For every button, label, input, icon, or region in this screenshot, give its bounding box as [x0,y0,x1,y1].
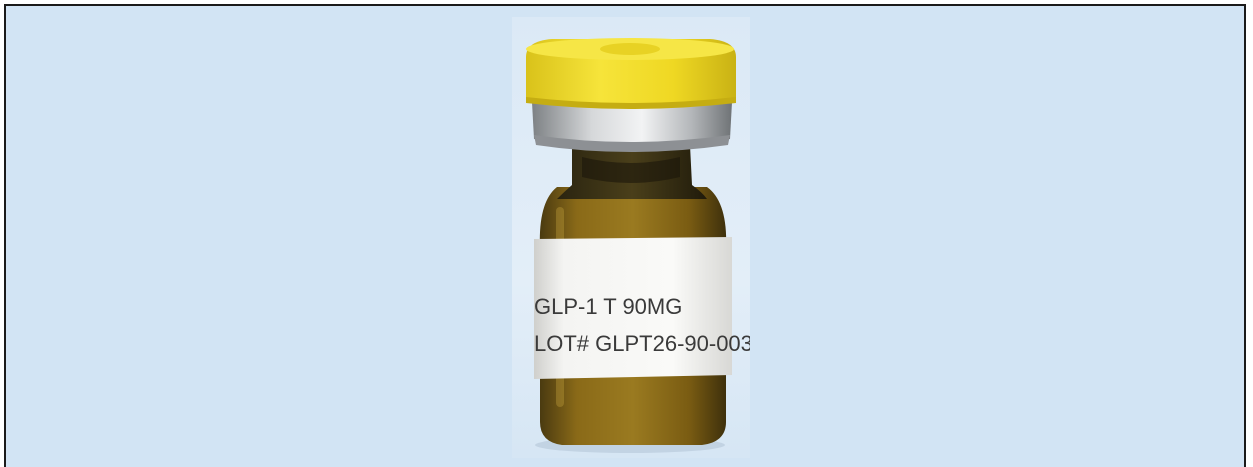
label-lot-number: LOT# GLPT26-90-003 [534,331,750,356]
crimp-seal [532,102,732,146]
label-product-name: GLP-1 T 90MG [534,294,682,319]
vial-label [534,237,732,379]
vial-illustration: GLP-1 T 90MG LOT# GLPT26-90-003 [526,38,750,453]
product-photo: GLP-1 T 90MG LOT# GLPT26-90-003 [512,17,750,458]
page-frame: GLP-1 T 90MG LOT# GLPT26-90-003 [4,4,1246,467]
